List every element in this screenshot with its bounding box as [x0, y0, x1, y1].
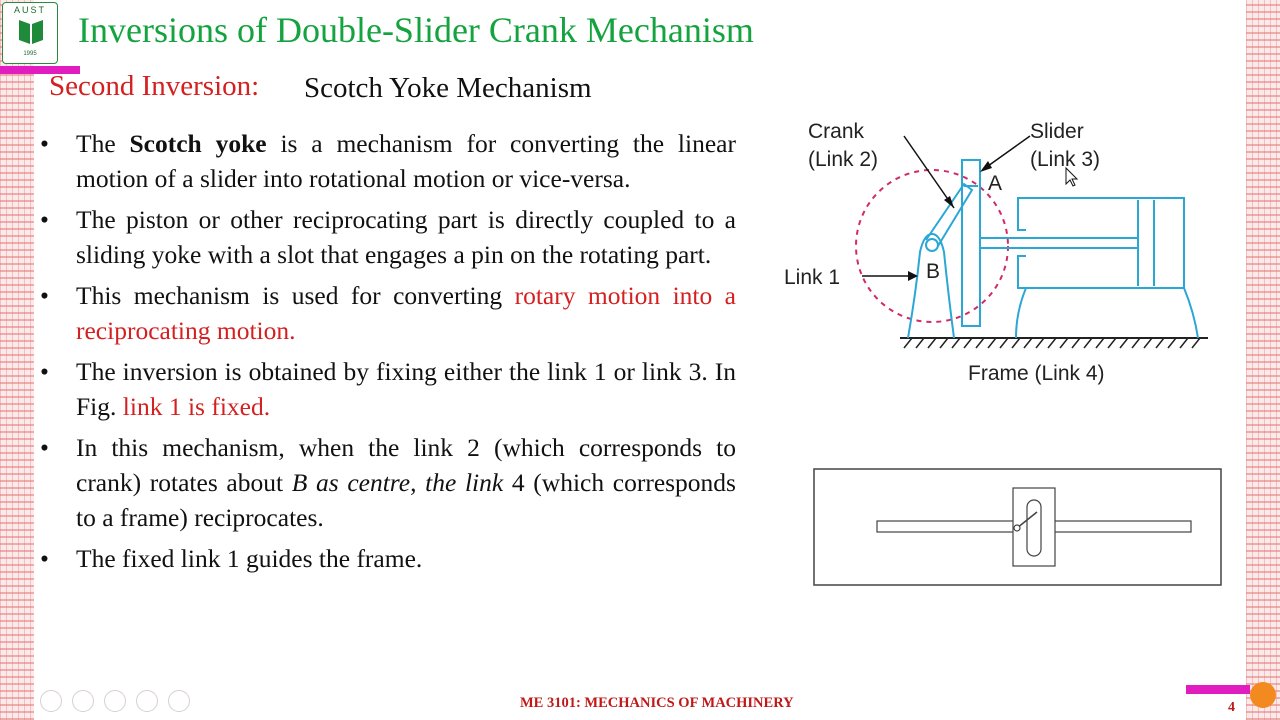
slide-title: Inversions of Double-Slider Crank Mechan… — [78, 10, 754, 50]
piston-rod — [979, 237, 1139, 249]
slider-link-label: (Link 3) — [1030, 148, 1100, 171]
crank-path-circle — [855, 169, 1009, 323]
frame-label: Frame (Link 4) — [968, 362, 1105, 385]
bullet-item: • The fixed link 1 guides the frame. — [36, 541, 736, 576]
bullet-text: The inversion is obtained by fixing eith… — [76, 357, 736, 421]
page-number: 4 — [1228, 700, 1235, 715]
bullet-highlight: link 1 is fixed. — [122, 392, 271, 421]
bullet-item: • The piston or other reciprocating part… — [36, 202, 736, 272]
ground-hatch — [903, 337, 1201, 349]
bullet-text: The — [76, 129, 130, 158]
link1-support — [907, 232, 955, 339]
bullet-dot: • — [40, 433, 49, 462]
play-icon[interactable] — [40, 690, 62, 712]
bullet-text: 4 (which corresponds to a frame) recipro… — [76, 468, 736, 532]
pen-icon[interactable] — [72, 690, 94, 712]
bullet-dot: • — [40, 544, 49, 573]
bullet-list: • The Scotch yoke is a mechanism for con… — [36, 126, 736, 582]
bullet-dot: • — [40, 129, 49, 158]
scotch-yoke-diagram: Crank (Link 2) Slider (Link 3) Link 1 A … — [784, 120, 1208, 385]
bullet-item: • The inversion is obtained by fixing ei… — [36, 354, 736, 424]
sketch-crank — [1016, 511, 1038, 529]
slider-pointer-arrow — [987, 135, 1031, 167]
bullet-bold-text: Scotch yoke — [129, 129, 267, 158]
course-footer: ME 3101: MECHANICS OF MACHINERY — [520, 695, 794, 711]
bullet-text: is a mechanism for converting the linear… — [76, 129, 736, 193]
bullet-text: The fixed link 1 guides the frame. — [76, 544, 423, 573]
crank-pointer-arrow — [903, 135, 955, 209]
title-accent-bar — [0, 66, 80, 74]
cylinder — [1017, 197, 1185, 289]
university-logo: AUST 1995 — [2, 2, 58, 64]
crank-link-label: (Link 2) — [808, 148, 878, 171]
bullet-item: • In this mechanism, when the link 2 (wh… — [36, 430, 736, 535]
book-icon — [19, 20, 43, 44]
bullet-dot: • — [40, 205, 49, 234]
mouse-cursor-icon — [1065, 166, 1079, 187]
bullet-text: The piston or other reciprocating part i… — [76, 205, 736, 269]
point-b-label: B — [926, 260, 940, 283]
presenter-avatar-icon — [1250, 682, 1276, 708]
pivot-b — [925, 238, 939, 252]
bullet-dot: • — [40, 281, 49, 310]
footer-accent-bar — [1186, 685, 1250, 694]
logo-text: AUST — [13, 5, 46, 15]
crank-link — [925, 182, 974, 247]
zoom-icon[interactable] — [136, 690, 158, 712]
right-decorative-border — [1246, 0, 1280, 720]
crank-label: Crank — [808, 120, 865, 143]
subtitle-name: Scotch Yoke Mechanism — [304, 72, 592, 104]
sketch-slot — [1026, 499, 1042, 557]
link1-label: Link 1 — [784, 266, 840, 289]
more-icon[interactable] — [168, 690, 190, 712]
bullet-highlight: rotary motion into a reciprocating motio… — [76, 281, 736, 345]
bullet-text: This mechanism is used for converting — [76, 281, 515, 310]
bullet-item: • This mechanism is used for converting … — [36, 278, 736, 348]
logo-year: 1995 — [23, 51, 37, 57]
bullet-text: In this mechanism, when the link 2 (whic… — [76, 433, 736, 497]
slides-icon[interactable] — [104, 690, 126, 712]
slide-navigation — [40, 690, 190, 712]
bullet-italic-text: B as centre, the link — [291, 468, 504, 497]
bullet-item: • The Scotch yoke is a mechanism for con… — [36, 126, 736, 196]
bullet-dot: • — [40, 357, 49, 386]
left-decorative-border — [0, 0, 34, 720]
point-a-label: A — [988, 172, 1002, 195]
slider-label: Slider — [1030, 120, 1084, 143]
subtitle-label: Second Inversion: — [49, 70, 260, 102]
scotch-yoke-sketch — [813, 468, 1222, 586]
